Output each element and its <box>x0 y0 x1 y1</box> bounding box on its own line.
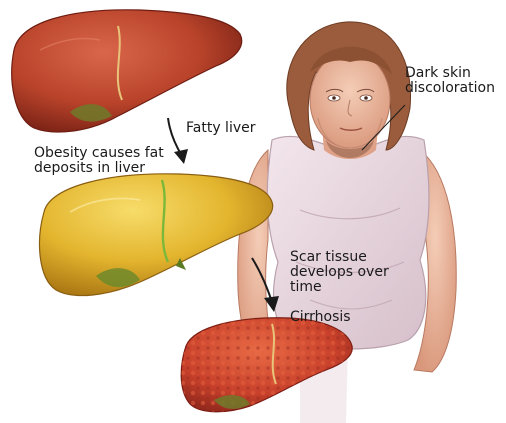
healthy-liver <box>12 10 242 132</box>
label-scar-line-1: Scar tissue <box>290 250 389 265</box>
arrowhead-to-fatty <box>174 149 188 164</box>
label-dark-skin-line-1: Dark skin <box>405 66 495 81</box>
label-scar-tissue: Scar tissue develops over time <box>290 250 389 295</box>
label-obesity-line-1: Obesity causes fat <box>34 146 164 161</box>
label-scar-line-2: develops over <box>290 265 389 280</box>
label-obesity-line-2: deposits in liver <box>34 161 164 176</box>
label-fatty-liver: Fatty liver <box>186 121 256 136</box>
label-dark-skin: Dark skin discoloration <box>405 66 495 96</box>
label-dark-skin-line-2: discoloration <box>405 81 495 96</box>
label-obesity: Obesity causes fat deposits in liver <box>34 146 164 176</box>
label-scar-line-3: time <box>290 280 389 295</box>
label-cirrhosis: Cirrhosis <box>290 310 351 325</box>
arrow-to-fatty <box>168 118 182 156</box>
